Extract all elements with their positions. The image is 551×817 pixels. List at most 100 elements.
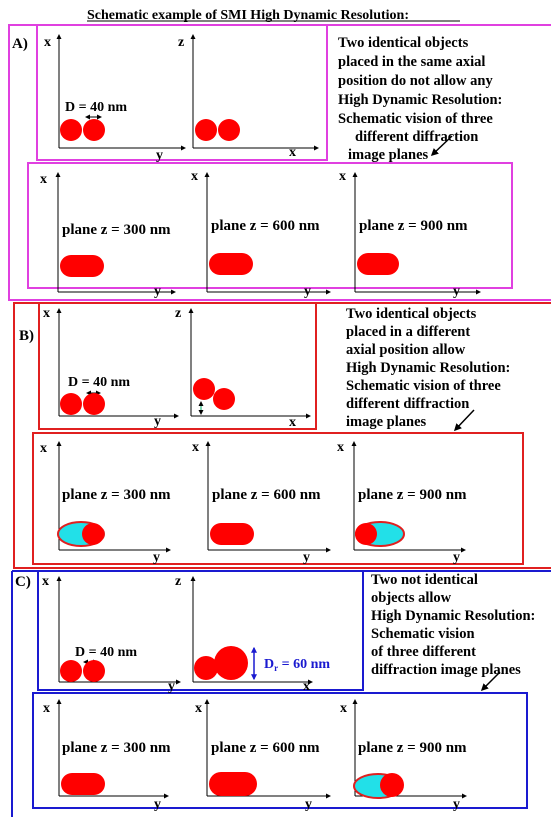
section-c-description: Two not identical objects allow High Dyn… <box>371 572 535 678</box>
plane-label: plane z = 600 nm <box>211 218 320 234</box>
dimension-label: D = 40 nm <box>65 100 127 115</box>
plane-label: plane z = 300 nm <box>62 740 171 756</box>
axis-x-label: x <box>43 306 50 321</box>
axis-x-label: x <box>44 35 51 50</box>
section-a-plane-1: x y plane z = 300 nm <box>40 172 176 299</box>
merged-image-blob <box>210 523 254 545</box>
pointer-arrow <box>453 409 475 432</box>
plane-label: plane z = 600 nm <box>211 740 320 756</box>
pointer-arrow <box>480 671 501 692</box>
section-c-plane-3: x y plane z = 900 nm <box>340 699 467 812</box>
in-focus-object <box>82 523 104 545</box>
section-b-top-box <box>38 302 317 430</box>
axis-y-label: y <box>154 414 161 429</box>
section-a-label: A) <box>12 36 28 52</box>
axis-x-label: x <box>43 701 50 716</box>
description-line: Two identical objects <box>346 306 477 322</box>
description-line: image planes <box>346 414 427 430</box>
description-line: Schematic vision <box>371 626 475 642</box>
plane-label: plane z = 900 nm <box>358 740 467 756</box>
axis-x-label: x <box>303 679 310 694</box>
axis-x-label: x <box>42 574 49 589</box>
small-object-circle <box>194 656 218 680</box>
section-b: B) x y D = 40 nm z x Two identical objec… <box>13 302 551 569</box>
section-a-zx-plot: z x <box>178 34 319 160</box>
description-line: High Dynamic Resolution: <box>346 360 510 376</box>
axis-z-label: z <box>178 35 184 50</box>
axis-y-label: y <box>303 550 310 565</box>
section-a-description: Two identical objects placed in the same… <box>338 35 502 163</box>
axis-y-label: y <box>154 284 161 299</box>
description-line: High Dynamic Resolution: <box>371 608 535 624</box>
axis-y-label: y <box>156 148 163 163</box>
axis-y-label: y <box>453 550 460 565</box>
dimension-label: D = 40 nm <box>68 375 130 390</box>
description-line: Two not identical <box>371 572 478 588</box>
axis-y-label: y <box>154 797 161 812</box>
object-circle <box>218 119 240 141</box>
axis-x-label: x <box>40 172 47 187</box>
description-line: different diffraction <box>346 396 469 412</box>
object-circle <box>60 393 82 415</box>
description-line: objects allow <box>371 590 452 606</box>
section-c-label: C) <box>15 574 31 590</box>
section-b-description: Two identical objects placed in a differ… <box>346 306 510 430</box>
object-circle <box>195 119 217 141</box>
section-b-plane-3: x y plane z = 900 nm <box>337 440 467 565</box>
axis-x-label: x <box>191 169 198 184</box>
axis-y-label: y <box>153 550 160 565</box>
section-b-plane-2: x y plane z = 600 nm <box>192 440 331 565</box>
section-a-xy-plot: x y D = 40 nm <box>44 34 186 163</box>
axis-y-label: y <box>453 284 460 299</box>
section-c-zx-plot: z x Dr = 60 nm <box>175 574 330 694</box>
axis-x-label: x <box>339 169 346 184</box>
axis-y-label: y <box>305 797 312 812</box>
plane-label: plane z = 900 nm <box>358 487 467 503</box>
merged-image-blob <box>209 253 253 275</box>
object-circle <box>83 119 105 141</box>
plane-label: plane z = 300 nm <box>62 487 171 503</box>
section-b-planes-box <box>32 432 524 565</box>
section-c-planes-box <box>32 692 528 809</box>
section-b-zx-plot: z x <box>175 306 311 430</box>
description-line: placed in the same axial <box>338 54 485 70</box>
radius-dimension-label: Dr = 60 nm <box>264 657 330 673</box>
section-a-planes-box <box>27 162 513 289</box>
section-c-plane-2: x y plane z = 600 nm <box>195 699 331 812</box>
object-circle <box>60 660 82 682</box>
axis-x-label: x <box>195 701 202 716</box>
description-line: of three different <box>371 644 476 660</box>
axis-x-label: x <box>340 701 347 716</box>
object-circle <box>213 388 235 410</box>
section-a-plane-2: x y plane z = 600 nm <box>191 169 331 299</box>
merged-image-blob <box>61 773 105 795</box>
description-line: High Dynamic Resolution: <box>338 92 502 108</box>
section-b-label: B) <box>19 328 34 344</box>
object-circle <box>193 378 215 400</box>
diagram-title: Schematic example of SMI High Dynamic Re… <box>87 8 409 23</box>
section-b-xy-plot: x y D = 40 nm <box>43 306 179 429</box>
dimension-label: D = 40 nm <box>75 645 137 660</box>
plane-label: plane z = 900 nm <box>359 218 468 234</box>
section-c-xy-plot: x y D = 40 nm <box>42 574 181 694</box>
section-a: A) x y D = 40 nm z x Two identical objec… <box>8 24 551 301</box>
axis-x-label: x <box>289 415 296 430</box>
object-circle <box>83 660 105 682</box>
axis-y-label: y <box>453 797 460 812</box>
merged-image-blob <box>60 255 104 277</box>
axis-x-label: x <box>337 440 344 455</box>
description-line: placed in a different <box>346 324 470 340</box>
merged-image-blob <box>357 253 399 275</box>
axis-z-label: z <box>175 574 181 589</box>
in-focus-object <box>355 523 377 545</box>
description-line: diffraction image planes <box>371 662 521 678</box>
object-circle <box>60 119 82 141</box>
merged-image-blob <box>209 772 257 796</box>
section-c-plane-1: x y plane z = 300 nm <box>43 699 171 812</box>
description-line: Two identical objects <box>338 35 469 51</box>
axis-y-label: y <box>304 284 311 299</box>
section-a-top-box <box>36 24 328 161</box>
description-line: position do not allow any <box>338 73 493 89</box>
section-c-top-box <box>37 570 364 691</box>
